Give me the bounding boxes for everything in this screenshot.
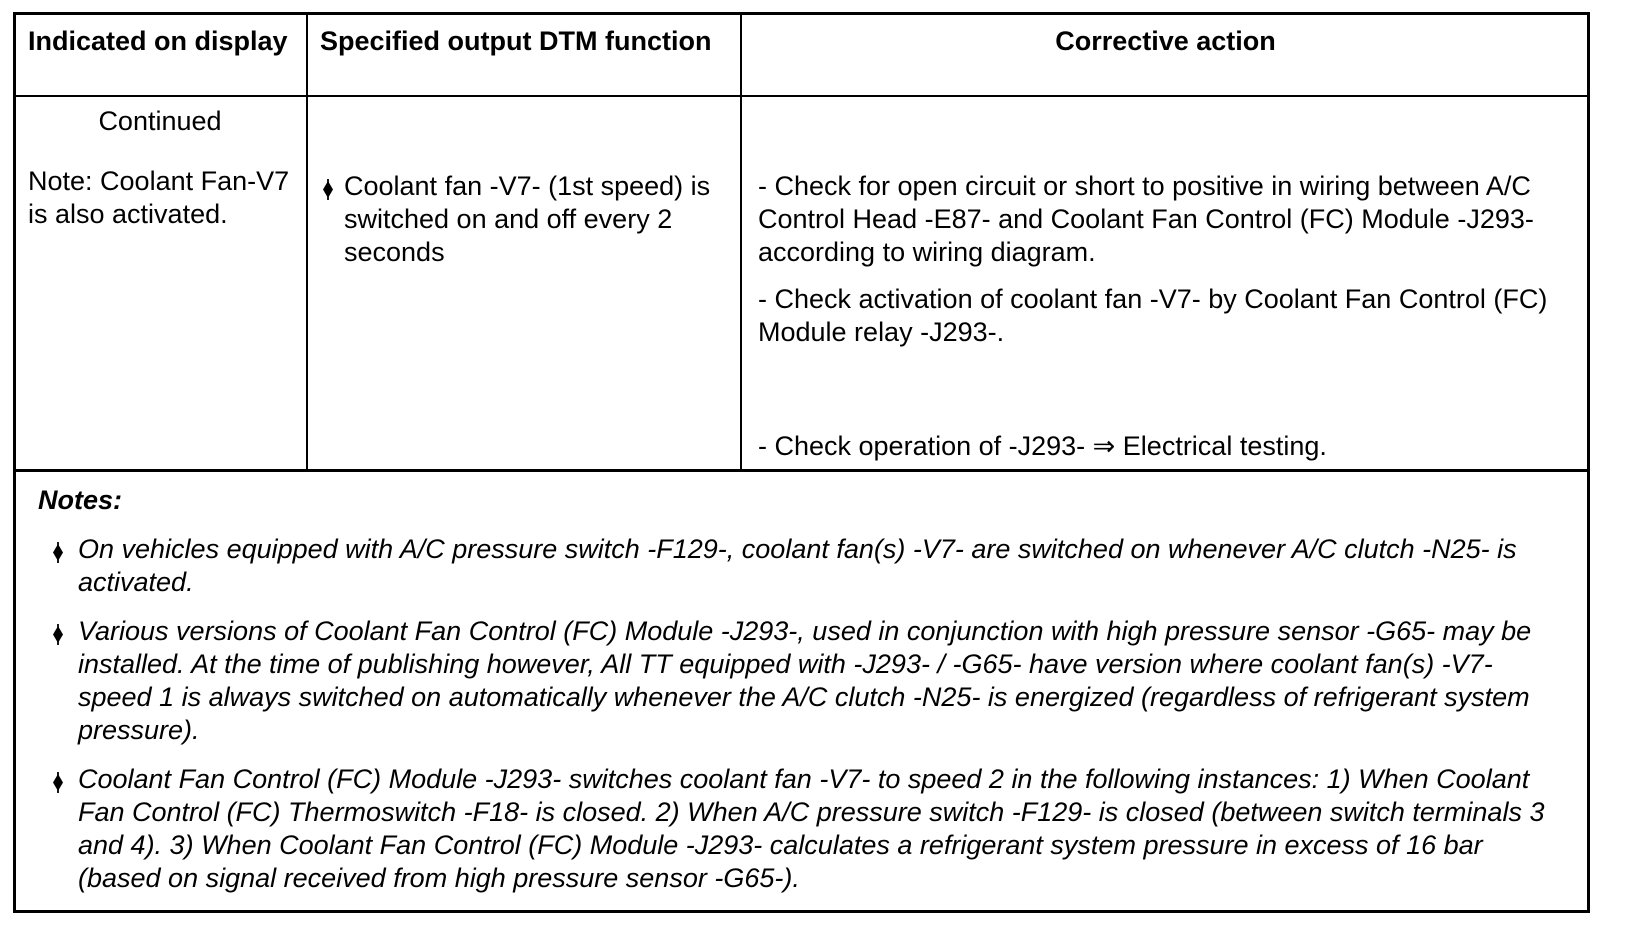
diamond-bullet-icon	[52, 620, 64, 653]
diamond-bullet-icon	[322, 175, 334, 208]
display-note-text: Note: Coolant Fan-V7 is also activated.	[28, 166, 290, 229]
table-header-row: Indicated on display Specified output DT…	[16, 15, 1587, 97]
note-item: Coolant Fan Control (FC) Module -J293- s…	[38, 763, 1567, 895]
column-header-indicated-on-display: Indicated on display	[16, 15, 308, 95]
note-text: Coolant Fan Control (FC) Module -J293- s…	[78, 764, 1545, 893]
note-text: On vehicles equipped with A/C pressure s…	[78, 534, 1517, 597]
note-text: Various versions of Coolant Fan Control …	[78, 616, 1532, 745]
column-header-corrective-action: Corrective action	[1055, 26, 1276, 56]
dtm-function-text: Coolant fan -V7- (1st speed) is switched…	[344, 171, 711, 267]
specified-output-cell: Coolant fan -V7- (1st speed) is switched…	[308, 97, 742, 469]
notes-section: Notes: On vehicles equipped with A/C pre…	[16, 472, 1587, 909]
note-item: Various versions of Coolant Fan Control …	[38, 615, 1567, 747]
corrective-action-step: - Check activation of coolant fan -V7- b…	[758, 284, 1548, 347]
corrective-action-cell: - Check for open circuit or short to pos…	[742, 97, 1587, 469]
corrective-action-step: - Check for open circuit or short to pos…	[758, 171, 1534, 267]
diamond-bullet-icon	[52, 768, 64, 801]
continued-label: Continued	[98, 106, 222, 136]
note-item: On vehicles equipped with A/C pressure s…	[38, 533, 1567, 599]
table-row: Continued Note: Coolant Fan-V7 is also a…	[16, 97, 1587, 472]
dtm-diagnostic-table: Indicated on display Specified output DT…	[13, 12, 1590, 913]
dtm-function-bullet-item: Coolant fan -V7- (1st speed) is switched…	[320, 170, 726, 269]
indicated-on-display-cell: Continued Note: Coolant Fan-V7 is also a…	[16, 97, 308, 469]
diamond-bullet-icon	[52, 538, 64, 571]
column-header-specified-output-dtm-function: Specified output DTM function	[308, 15, 742, 95]
corrective-action-step: - Check operation of -J293- ⇒ Electrical…	[758, 431, 1327, 461]
notes-title: Notes:	[38, 485, 123, 515]
